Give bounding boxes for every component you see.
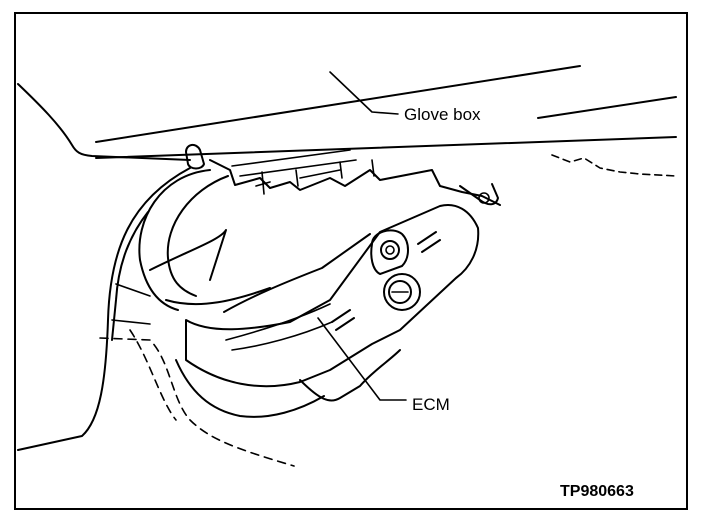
figure-code: TP980663 <box>560 483 634 500</box>
glove-box-leader-line <box>329 71 399 115</box>
ecm-bracket-lower <box>175 359 325 418</box>
wiring-harness-outer <box>138 169 211 311</box>
hidden-line-dashed <box>99 337 295 467</box>
dashboard-upper-line <box>95 65 581 143</box>
wiring-harness-wrap <box>149 229 271 306</box>
ecm-top-face <box>223 233 371 313</box>
dashboard-lower-edge <box>95 136 677 159</box>
hidden-line-dashed-2 <box>129 329 177 421</box>
ecm-face-line <box>225 303 333 351</box>
ecm-mounting-tab <box>370 229 409 275</box>
glove-box-rib <box>231 149 357 187</box>
dashboard-outline <box>17 83 191 161</box>
ecm-body <box>185 204 480 388</box>
hinge-clip <box>185 144 205 170</box>
ecm-bracket <box>299 349 401 402</box>
left-cable-branch <box>111 283 151 325</box>
ecm-label: ECM <box>412 395 450 414</box>
dashboard-upper-line-2 <box>537 96 677 119</box>
dashboard-underside-dashed <box>551 154 677 177</box>
glove-box-vertical-ribs <box>261 159 375 195</box>
ecm-bolt <box>383 273 421 311</box>
left-cable-2 <box>111 211 149 341</box>
ecm-slot <box>331 231 441 331</box>
glove-box-label: Glove box <box>404 105 481 124</box>
wiring-harness-inner <box>166 175 229 297</box>
upper-bracket-hole <box>478 192 490 204</box>
ecm-leader-line <box>317 317 407 401</box>
left-cable <box>17 167 191 451</box>
glove-box-housing <box>209 159 501 206</box>
diagram-frame <box>14 12 688 510</box>
